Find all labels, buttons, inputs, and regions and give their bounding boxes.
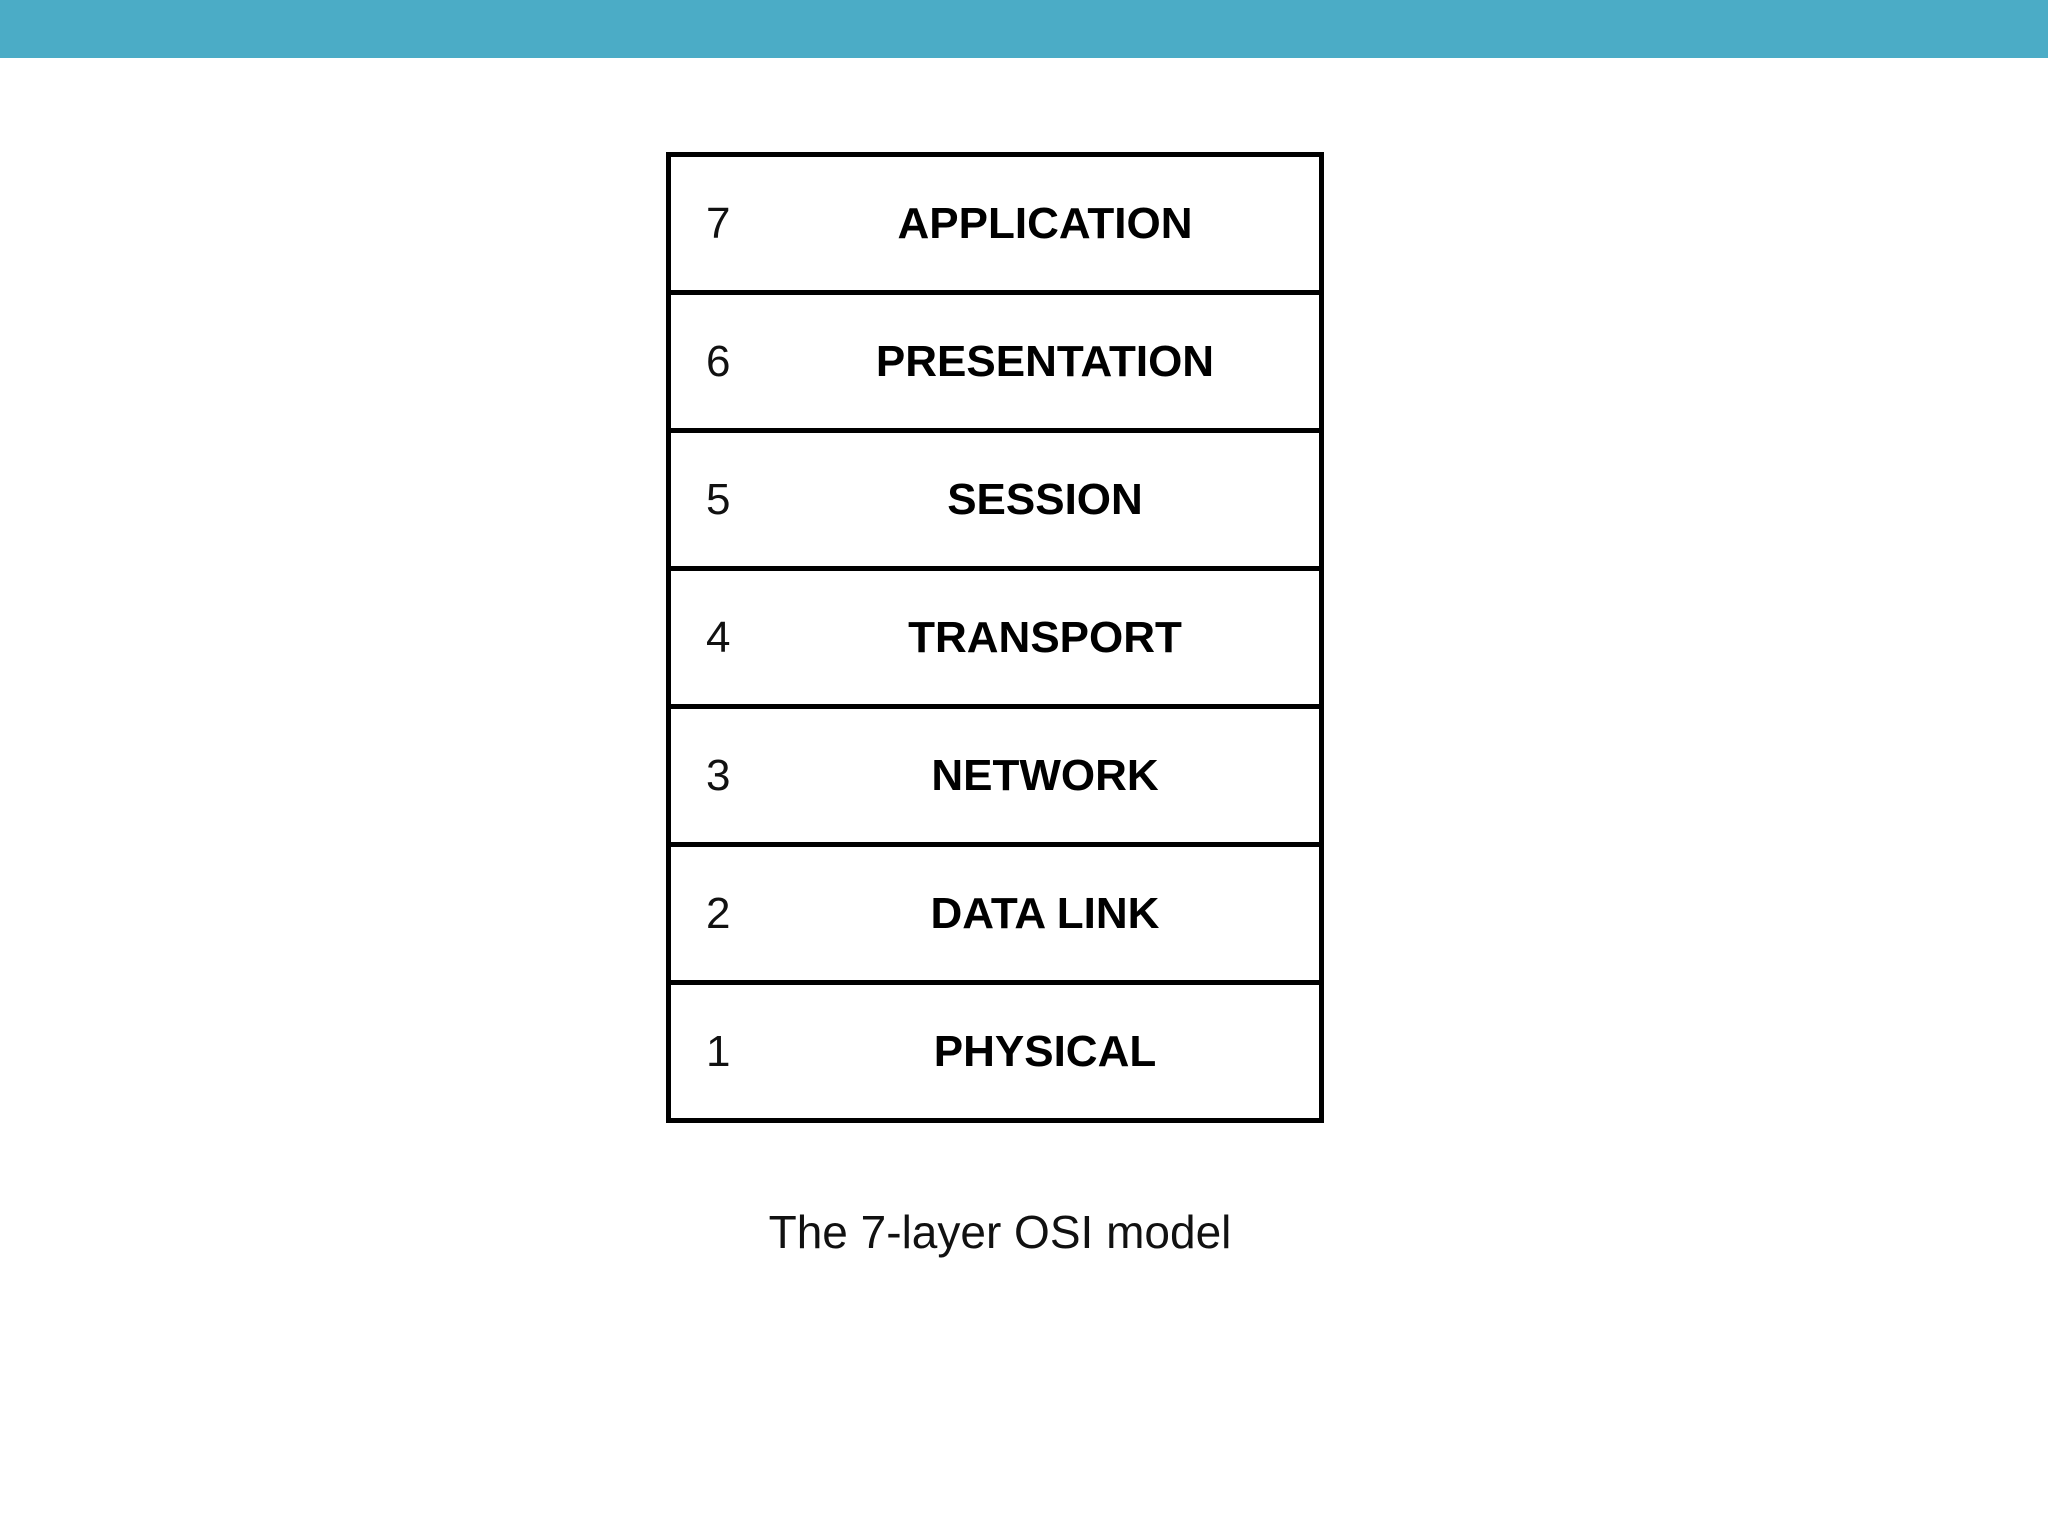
layer-name: PRESENTATION (875, 337, 1215, 386)
layer-number: 7 (706, 199, 731, 248)
layer-row-application: 7 APPLICATION (671, 152, 1319, 290)
layer-number: 4 (706, 613, 731, 662)
layer-number: 5 (706, 475, 731, 524)
layer-name: NETWORK (931, 751, 1159, 800)
layer-number: 3 (706, 751, 731, 800)
osi-layer-stack: 7 APPLICATION 6 PRESENTATION 5 SESSION 4… (666, 152, 1324, 1123)
layer-name: PHYSICAL (933, 1027, 1157, 1076)
layer-row-network: 3 NETWORK (671, 704, 1319, 842)
diagram-caption: The 7-layer OSI model (768, 1206, 1232, 1258)
layer-number: 6 (706, 337, 731, 386)
top-accent-bar (0, 0, 2048, 58)
layer-row-presentation: 6 PRESENTATION (671, 290, 1319, 428)
layer-number: 2 (706, 889, 731, 938)
layer-row-physical: 1 PHYSICAL (671, 980, 1319, 1123)
layer-name: DATA LINK (930, 889, 1160, 938)
layer-row-session: 5 SESSION (671, 428, 1319, 566)
layer-name: APPLICATION (897, 199, 1193, 248)
layer-row-transport: 4 TRANSPORT (671, 566, 1319, 704)
layer-name: SESSION (947, 475, 1143, 524)
layer-number: 1 (706, 1027, 731, 1076)
layer-row-data-link: 2 DATA LINK (671, 842, 1319, 980)
layer-name: TRANSPORT (908, 613, 1182, 662)
